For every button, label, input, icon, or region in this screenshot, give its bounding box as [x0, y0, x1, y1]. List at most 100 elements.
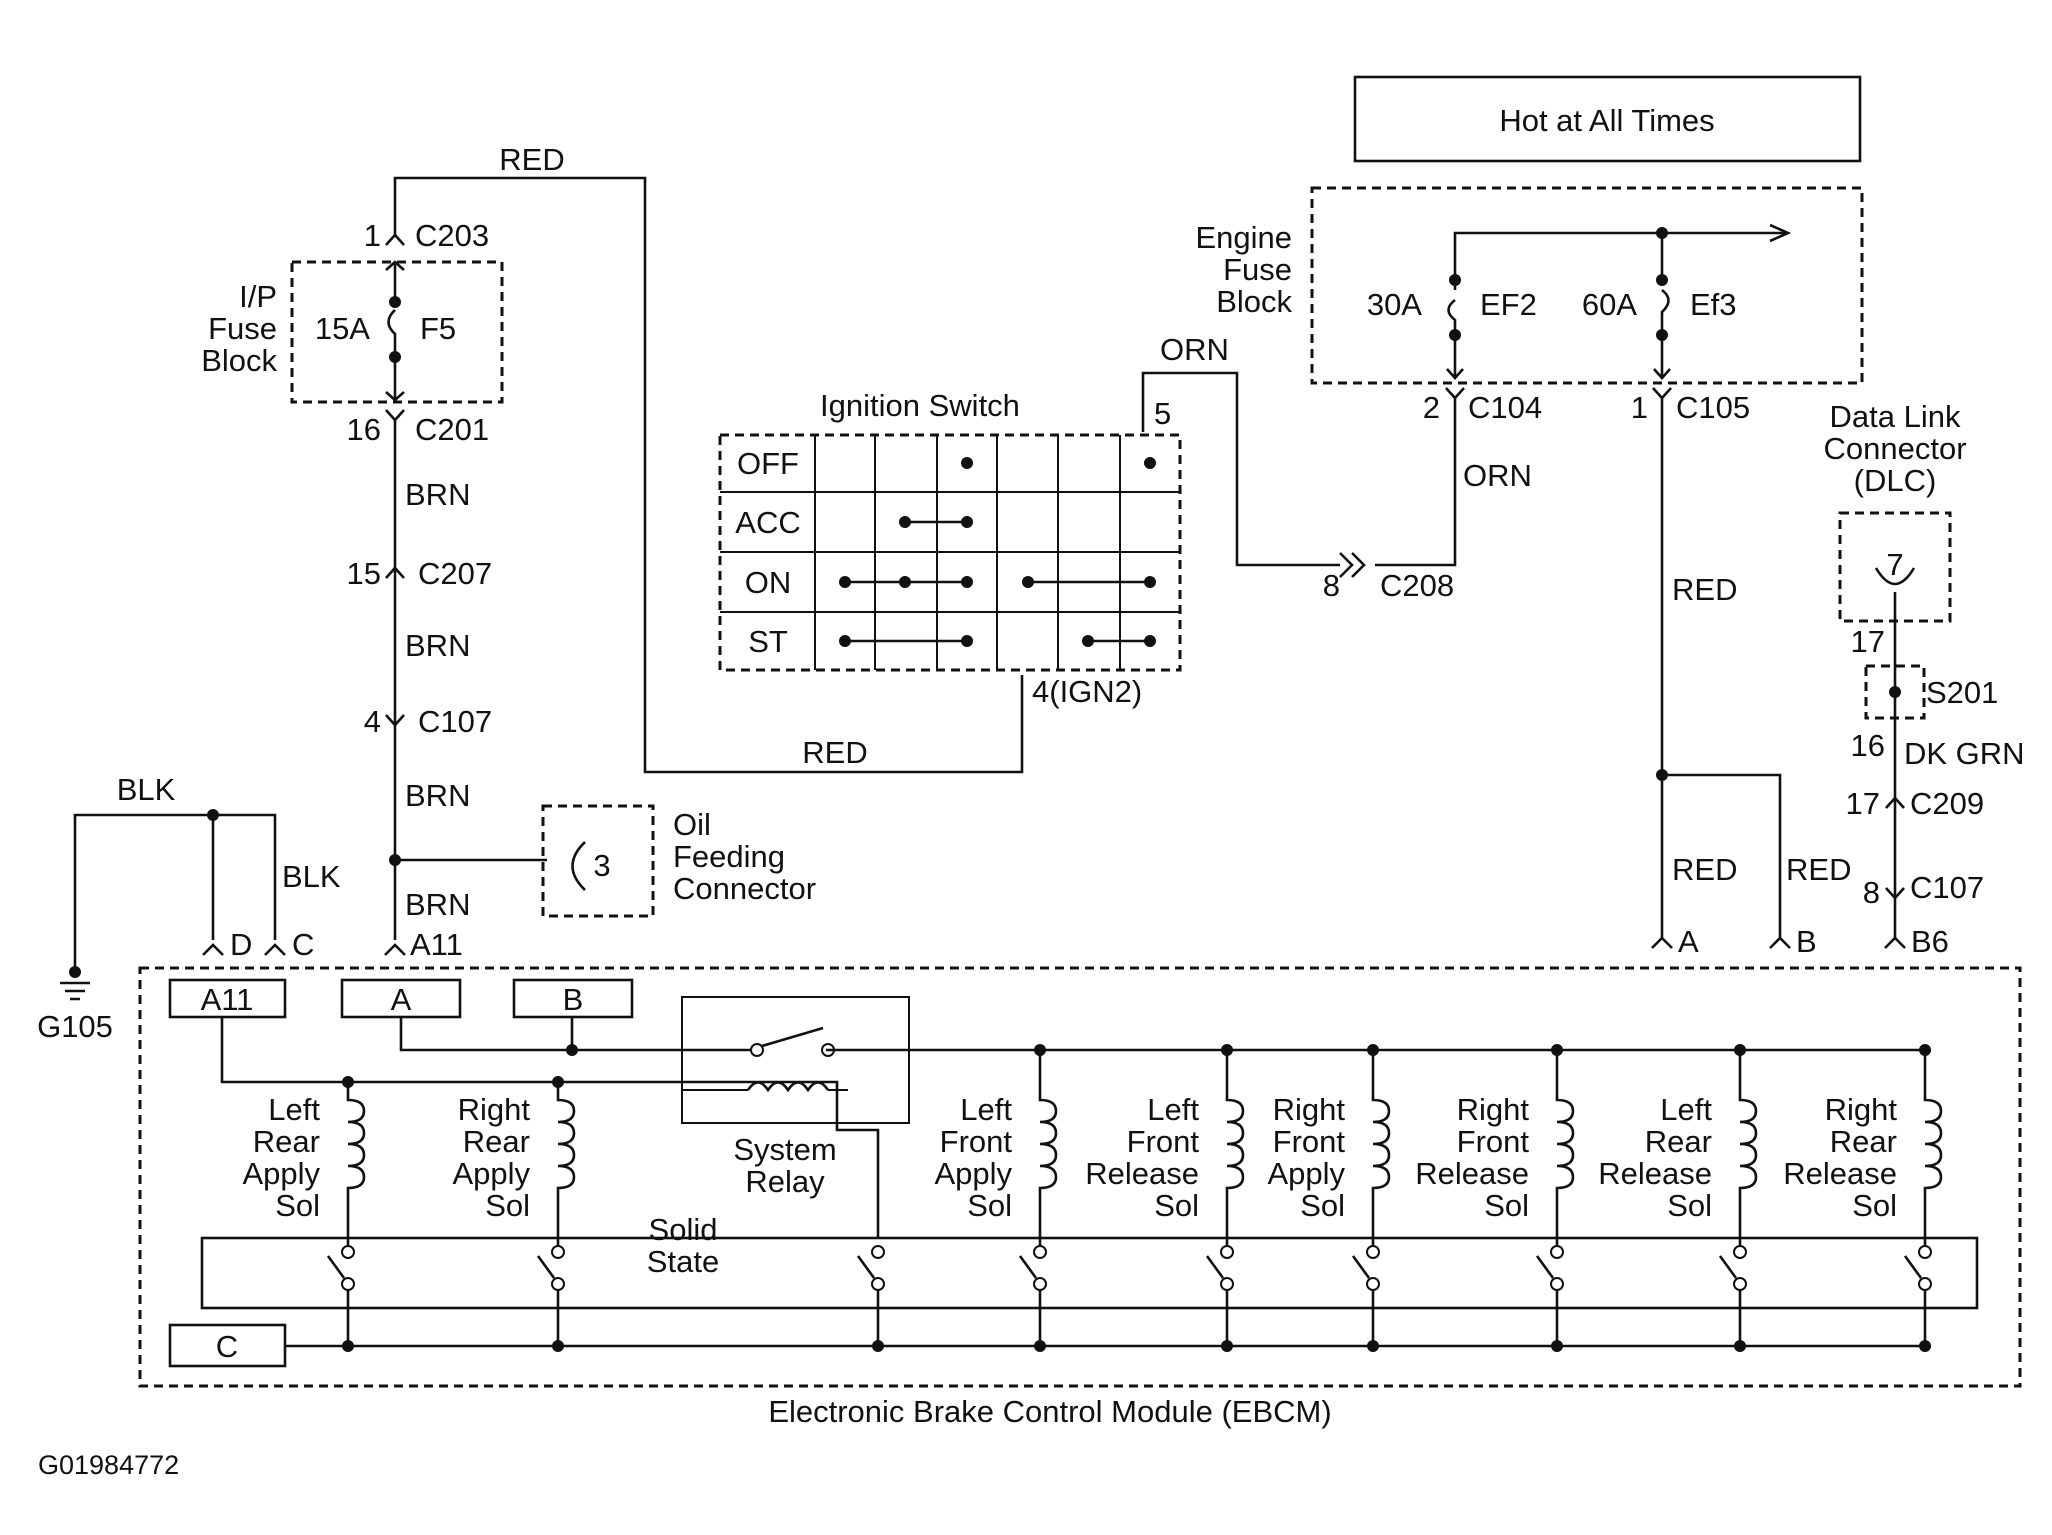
svg-text:C201: C201 — [415, 412, 489, 447]
svg-text:RED: RED — [499, 142, 564, 177]
solenoid-coil — [346, 1082, 366, 1246]
svg-text:C107: C107 — [1910, 870, 1984, 905]
ground-g105-label: G105 — [37, 1009, 113, 1044]
svg-text:17: 17 — [1846, 786, 1880, 821]
svg-text:RED: RED — [1672, 852, 1737, 887]
solenoid-coil — [1738, 1050, 1758, 1246]
solenoid-coil — [1038, 1050, 1058, 1246]
svg-text:ON: ON — [745, 565, 792, 600]
svg-text:C104: C104 — [1468, 390, 1542, 425]
solenoid-coil — [556, 1082, 576, 1246]
ip-fuse-block: I/P Fuse Block 15A F5 — [201, 260, 504, 404]
terminal-b — [512, 978, 634, 1019]
solenoid-label: Rear — [463, 1124, 530, 1159]
svg-text:ST: ST — [748, 624, 788, 659]
svg-text:A11: A11 — [410, 927, 463, 962]
svg-text:4(IGN2): 4(IGN2) — [1032, 674, 1142, 709]
svg-text:C207: C207 — [418, 556, 492, 591]
solenoid-label: Apply — [242, 1156, 320, 1191]
solenoid-label: Sol — [967, 1188, 1012, 1223]
solenoid-label: Release — [1415, 1156, 1529, 1191]
svg-text:C105: C105 — [1676, 390, 1750, 425]
svg-text:OFF: OFF — [737, 446, 799, 481]
svg-text:C: C — [292, 927, 314, 962]
svg-text:ORN: ORN — [1160, 332, 1229, 367]
svg-text:15A: 15A — [315, 311, 370, 346]
solenoid-label: Front — [940, 1124, 1013, 1159]
svg-text:Connector: Connector — [673, 871, 816, 906]
svg-text:C208: C208 — [1380, 568, 1454, 603]
svg-text:Fuse: Fuse — [1223, 252, 1292, 287]
solenoid-switch — [536, 1245, 565, 1352]
ebcm-module: Electronic Brake Control Module (EBCM) A… — [138, 966, 2022, 1429]
svg-text:16: 16 — [347, 412, 381, 447]
solenoid-switch — [1018, 1245, 1047, 1352]
svg-text:1: 1 — [364, 218, 381, 253]
svg-text:A: A — [391, 982, 412, 1017]
solenoid-label: Right — [1457, 1092, 1530, 1127]
data-link-connector: Data Link Connector (DLC) 7 — [1823, 399, 1967, 623]
solenoid-group: LeftRearApplySolRightRearApplySolLeftFro… — [242, 1050, 1943, 1352]
solenoid-label: Release — [1085, 1156, 1199, 1191]
solenoid-label: Apply — [452, 1156, 530, 1191]
svg-text:Fuse: Fuse — [208, 311, 277, 346]
svg-text:I/P: I/P — [239, 279, 277, 314]
hot-at-all-times-box: Hot at All Times — [1353, 75, 1862, 163]
svg-text:A11: A11 — [201, 982, 254, 1017]
svg-text:60A: 60A — [1582, 287, 1637, 322]
svg-text:F5: F5 — [420, 311, 456, 346]
svg-text:State: State — [647, 1244, 719, 1279]
hot-at-all-times-label: Hot at All Times — [1499, 103, 1714, 138]
svg-text:BRN: BRN — [405, 477, 470, 512]
solenoid-label: Left — [960, 1092, 1012, 1127]
fuse-ef2-symbol — [1447, 280, 1457, 335]
solenoid-label: Sol — [1484, 1188, 1529, 1223]
figure-id: G01984772 — [38, 1450, 179, 1480]
solenoid-coil — [1225, 1050, 1245, 1246]
ignition-switch: Ignition Switch OFF ACC ON ST — [718, 388, 1182, 672]
svg-text:RED: RED — [1786, 852, 1851, 887]
svg-text:BRN: BRN — [405, 887, 470, 922]
solenoid-label: Left — [1660, 1092, 1712, 1127]
solenoid-label: Sol — [485, 1188, 530, 1223]
svg-text:ACC: ACC — [735, 505, 800, 540]
svg-text:17: 17 — [1851, 624, 1885, 659]
solenoid-label: Rear — [1645, 1124, 1712, 1159]
svg-text:Block: Block — [1216, 284, 1292, 319]
solenoid-label: Front — [1127, 1124, 1200, 1159]
svg-text:5: 5 — [1154, 396, 1171, 431]
solid-state-block — [200, 1236, 1979, 1310]
solenoid-coil — [1555, 1050, 1575, 1246]
svg-text:Solid: Solid — [649, 1212, 718, 1247]
svg-text:(DLC): (DLC) — [1854, 463, 1937, 498]
svg-text:BLK: BLK — [282, 859, 341, 894]
svg-text:EF2: EF2 — [1480, 287, 1537, 322]
svg-text:C: C — [216, 1329, 238, 1364]
solenoid-label: Sol — [1667, 1188, 1712, 1223]
solenoid-label: Sol — [1154, 1188, 1199, 1223]
solenoid-coil — [1371, 1050, 1391, 1246]
solenoid-label: Left — [268, 1092, 320, 1127]
engine-fuse-block: Engine Fuse Block 30A EF2 60A Ef3 — [1195, 186, 1864, 385]
solenoid-label: Left — [1147, 1092, 1199, 1127]
svg-text:BLK: BLK — [117, 772, 176, 807]
system-relay: System Relay — [681, 996, 910, 1199]
svg-text:8: 8 — [1323, 568, 1340, 603]
svg-text:B6: B6 — [1911, 924, 1949, 959]
solenoid-label: Right — [1273, 1092, 1346, 1127]
solenoid-label: Sol — [275, 1188, 320, 1223]
solenoid-label: Apply — [1267, 1156, 1345, 1191]
svg-text:Connector: Connector — [1823, 431, 1966, 466]
svg-text:B: B — [1796, 924, 1817, 959]
solenoid-label: Front — [1457, 1124, 1530, 1159]
ebcm-title: Electronic Brake Control Module (EBCM) — [768, 1394, 1331, 1429]
svg-text:30A: 30A — [1367, 287, 1422, 322]
terminal-a11 — [168, 978, 287, 1019]
svg-text:System: System — [733, 1132, 836, 1167]
solenoid-label: Front — [1273, 1124, 1346, 1159]
solenoid-label: Release — [1598, 1156, 1712, 1191]
relay-driver-switch — [856, 1245, 885, 1352]
svg-text:RED: RED — [802, 735, 867, 770]
svg-text:15: 15 — [347, 556, 381, 591]
